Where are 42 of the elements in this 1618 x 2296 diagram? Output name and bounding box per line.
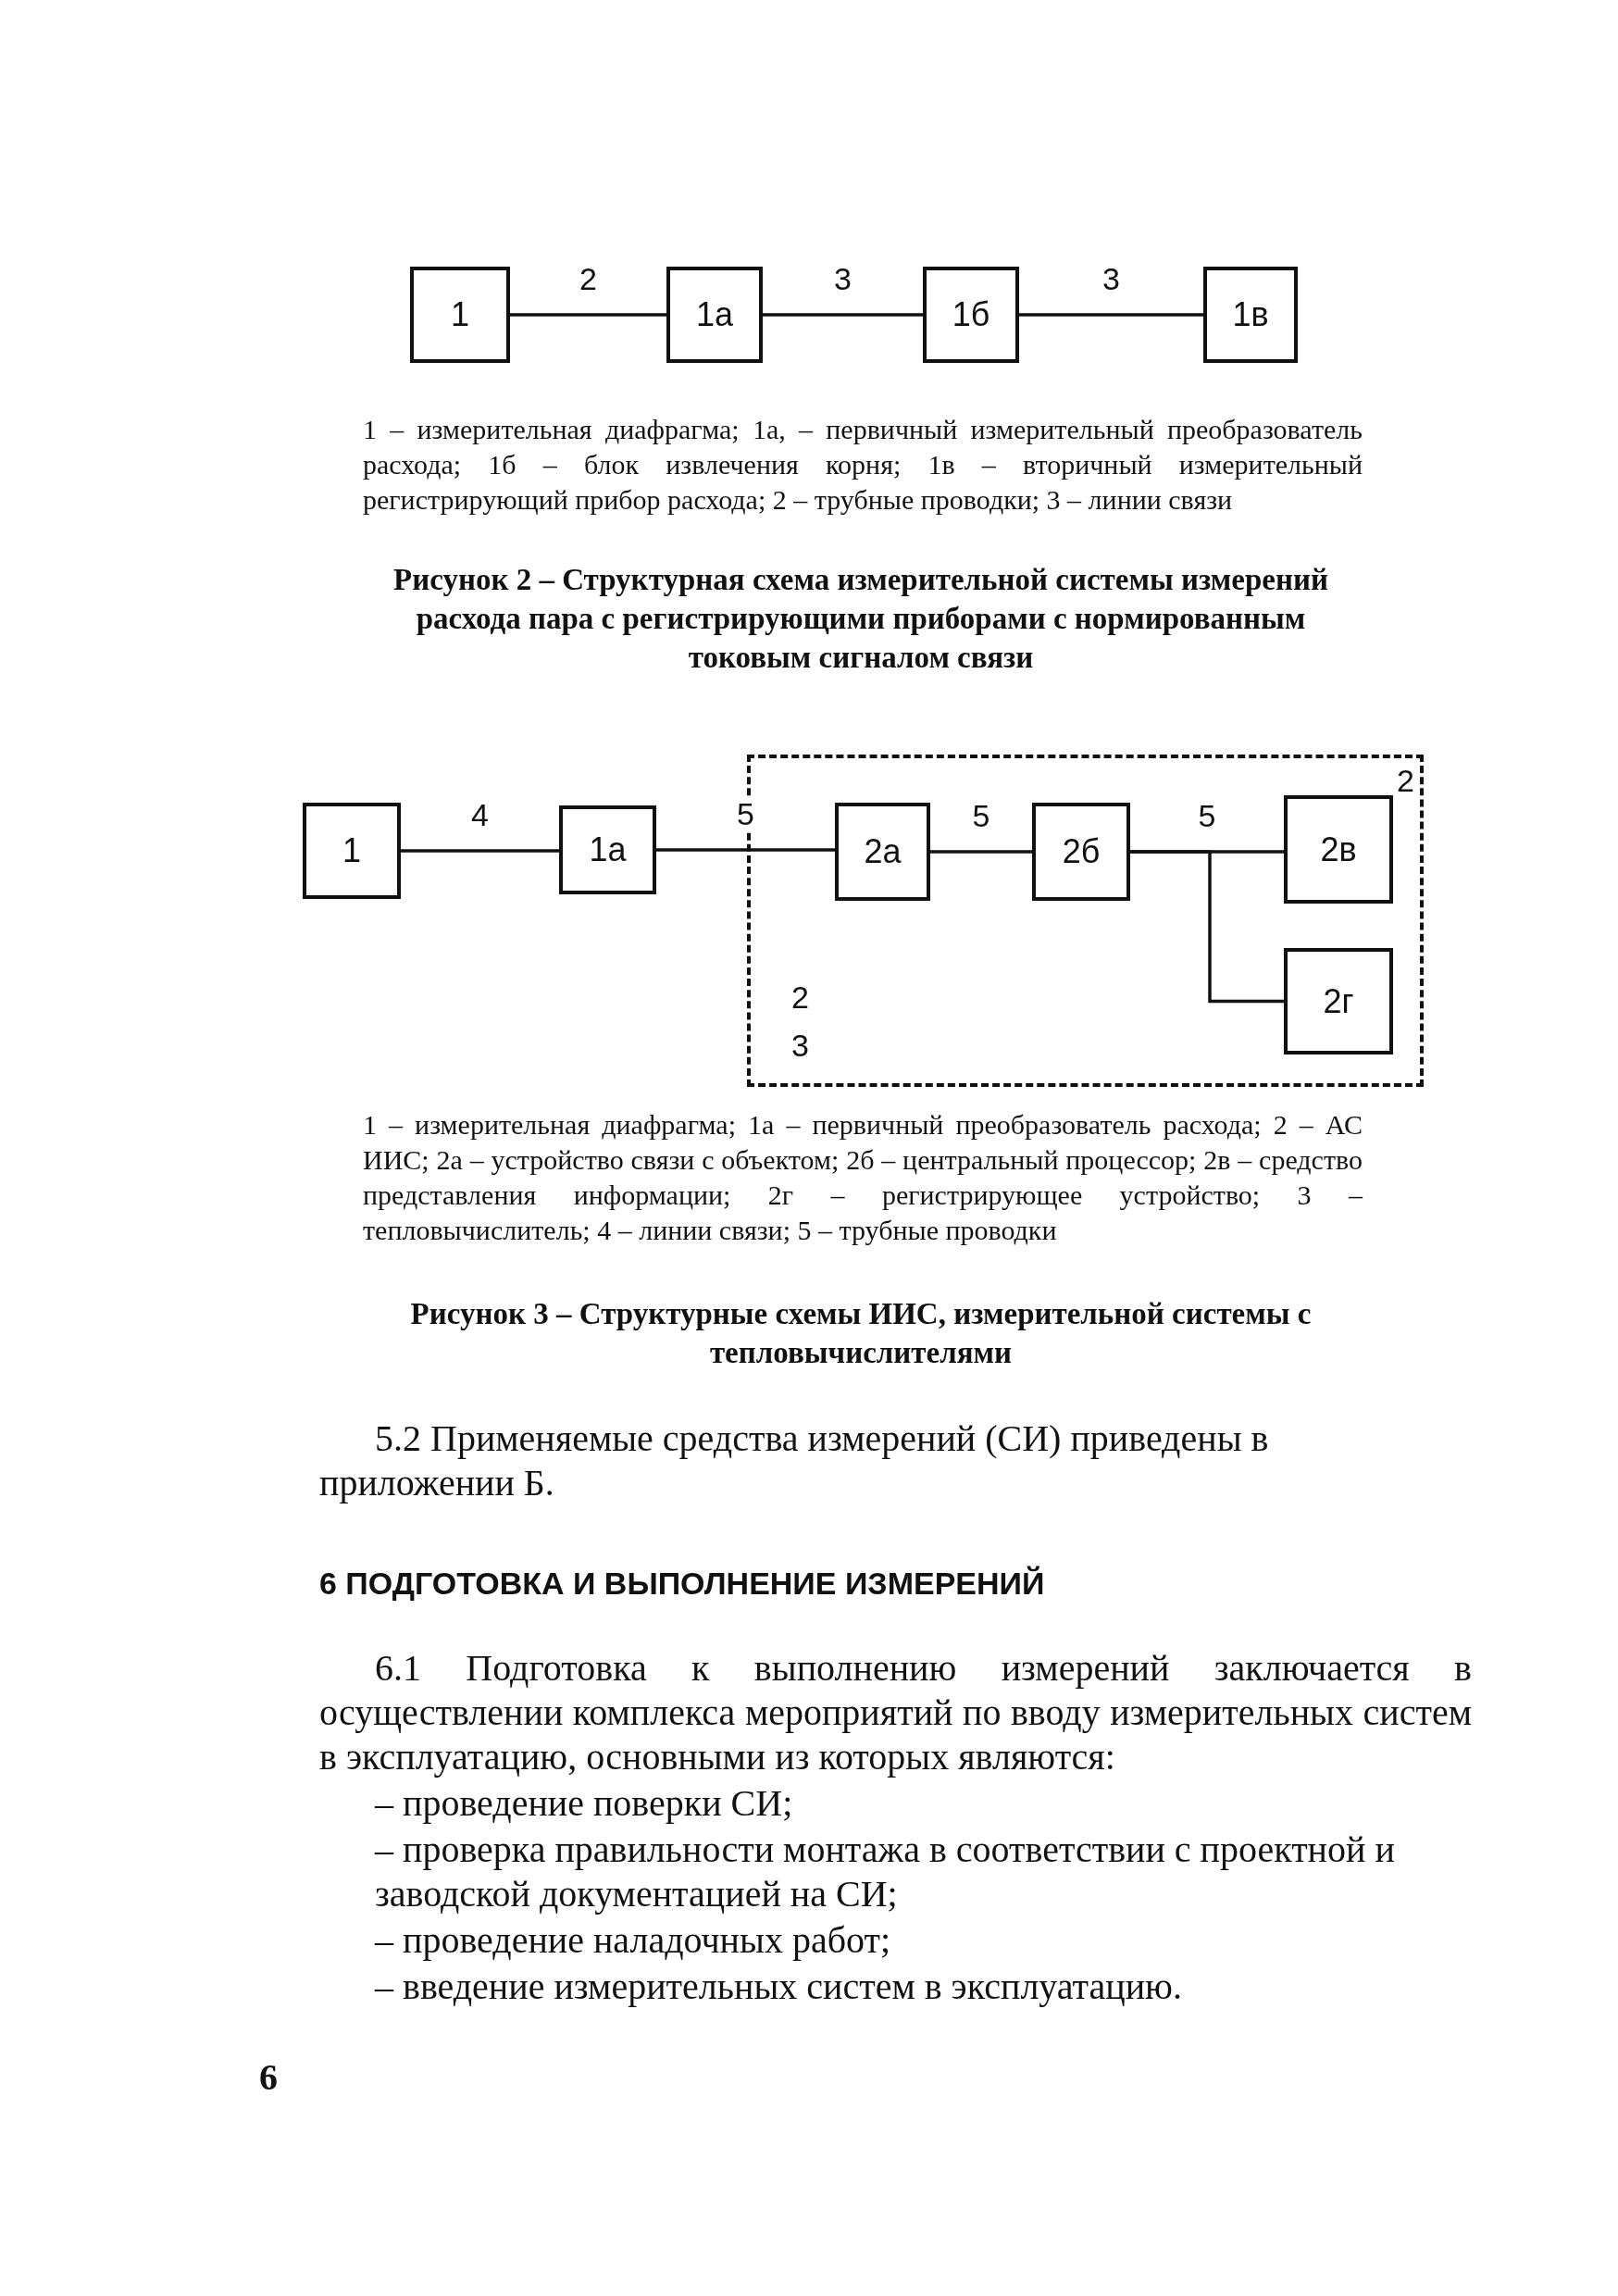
group-label: 2 — [791, 979, 809, 1016]
figure-caption: Рисунок 2 – Структурная схема измерительной системы измерений расхода пара с регистрирующими приборами с нормированным токовым сигналом связи — [392, 562, 1329, 676]
block-label: 2а — [864, 832, 902, 871]
block-box — [1032, 803, 1130, 901]
list-item: – введение измерительных систем в эксплуатацию. — [373, 1965, 1183, 2009]
connector-line — [1019, 313, 1203, 317]
figure-caption: Рисунок 3 – Структурные схемы ИИС, измерительной системы с тепловычислителями — [409, 1296, 1313, 1371]
block-label: 1 — [451, 295, 469, 334]
group-label: 2 — [1397, 762, 1414, 799]
paragraph: 5.2 Применяемые средства измерений (СИ) приведены в приложении Б. — [319, 1416, 1270, 1505]
block-box — [835, 803, 930, 901]
block-label: 2в — [1320, 830, 1357, 869]
connector-line — [510, 313, 666, 317]
page-number: 6 — [259, 2055, 279, 2100]
block-box — [410, 267, 510, 363]
connector-line — [401, 849, 559, 853]
block-label: 2г — [1323, 981, 1354, 1021]
block-box — [666, 267, 763, 363]
figure-legend: 1 – измерительная диафрагма; 1а – первичный преобразователь расхода; 2 – АС ИИС; 2а – устройство связи с объектом; 2б – центральный процессор; 2в – средство представления информации; 2г – регистрирующее устройство; 3 – тепловычислитель; 4 – линии связи; 5 – трубные проводки — [363, 1107, 1363, 1248]
connector-line — [930, 850, 1032, 854]
section-heading: 6 ПОДГОТОВКА И ВЫПОЛНЕНИЕ ИЗМЕРЕНИЙ — [319, 1565, 1046, 1603]
block-label: 1в — [1232, 295, 1269, 334]
block-box — [559, 805, 656, 894]
block-box — [923, 267, 1019, 363]
connector-line — [1130, 850, 1284, 1004]
connector-line — [763, 313, 923, 317]
list-item: – проведение наладочных работ; — [373, 1918, 892, 1963]
block-box — [1284, 795, 1393, 904]
paragraph: 6.1 Подготовка к выполнению измерений заключается в осуществлении комплекса мероприятий по вводу измерительных систем в эксплуатацию, основными из которых являются: — [319, 1646, 1472, 1779]
list-item: – проверка правильности монтажа в соответствии с проектной и заводской документацией на СИ; — [373, 1828, 1396, 1916]
block-label: 1б — [952, 295, 990, 334]
block-label: 2б — [1062, 832, 1101, 871]
block-box — [1284, 948, 1393, 1054]
block-label: 1 — [342, 831, 361, 870]
block-box — [1203, 267, 1298, 363]
group-label: 3 — [791, 1027, 809, 1064]
figure-legend: 1 – измерительная диафрагма; 1а, – первичный измерительный преобразователь расхода; 1б – блок извлечения корня; 1в – вторичный измерительный регистрирующий прибор расхода; 2 – трубные проводки; 3 – линии связи — [363, 412, 1363, 518]
block-box — [303, 803, 401, 899]
list-item: – проведение поверки СИ; — [373, 1781, 794, 1826]
connector-line — [656, 848, 835, 852]
block-label: 1а — [589, 830, 627, 869]
block-label: 1а — [695, 295, 733, 334]
